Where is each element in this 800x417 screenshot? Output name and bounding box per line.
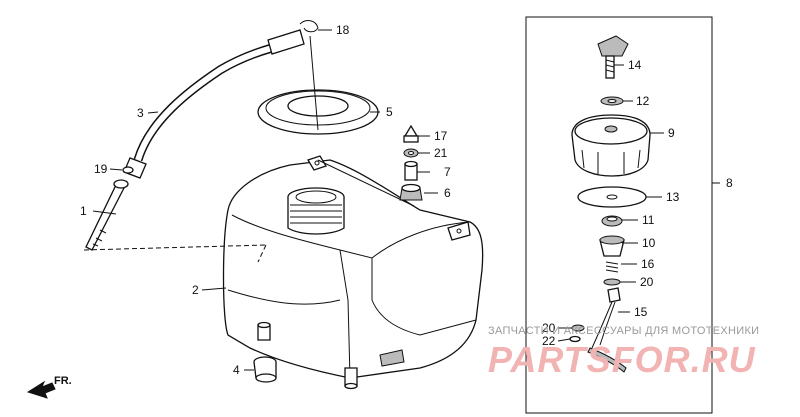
callout-labels: 1 2 3 4 5 6 7 8 9 10 11 12 13 14 15 16 1… (80, 23, 733, 377)
float-arm (587, 287, 627, 373)
front-label: FR. (54, 375, 72, 387)
fuel-tank (222, 155, 484, 390)
callout-19: 19 (94, 162, 108, 176)
callout-7: 7 (444, 165, 451, 179)
callout-9: 9 (668, 126, 675, 140)
callout-11: 11 (642, 213, 655, 227)
callout-4: 4 (233, 363, 240, 377)
cap-knob (597, 35, 629, 79)
callout-8: 8 (726, 176, 733, 190)
cap-gasket (577, 186, 647, 208)
callout-17: 17 (434, 129, 448, 143)
callout-18: 18 (336, 23, 350, 37)
callout-5: 5 (386, 105, 393, 119)
assembly-box (525, 16, 713, 414)
fuel-gauge-rod (85, 179, 129, 251)
callout-14: 14 (628, 58, 642, 72)
spring-16 (605, 261, 619, 273)
washer-20-upper (603, 278, 621, 286)
watermark-brand: PARTSFOR.RU (488, 339, 756, 380)
callout-3: 3 (137, 106, 144, 120)
breather-tube (123, 29, 305, 179)
callout-12: 12 (636, 94, 650, 108)
fuel-cap (571, 114, 651, 177)
watermark-caption: ЗАПЧАСТИ И АКСЕССУАРЫ ДЛЯ МОТОТЕХНИКИ (488, 325, 759, 337)
callout-21: 21 (434, 146, 448, 160)
callout-15: 15 (634, 305, 648, 319)
callout-20-upper: 20 (640, 275, 654, 289)
callout-2: 2 (192, 283, 199, 297)
collar-11 (601, 215, 623, 227)
callout-13: 13 (666, 190, 680, 204)
watermark: ЗАПЧАСТИ И АКСЕССУАРЫ ДЛЯ МОТОТЕХНИКИ PA… (488, 325, 759, 380)
front-arrow-marker: FR. (26, 375, 72, 399)
callout-10: 10 (642, 236, 656, 250)
leader-lines (83, 29, 720, 371)
float-holder (599, 235, 625, 257)
grommet (253, 356, 277, 383)
callout-1: 1 (80, 204, 87, 218)
washer-12 (600, 96, 624, 106)
tank-seal (257, 89, 379, 135)
callout-6: 6 (444, 186, 451, 200)
callout-16: 16 (641, 257, 655, 271)
callout-22: 22 (542, 334, 556, 348)
mount-parts (399, 124, 423, 201)
callout-20-lower: 20 (542, 321, 556, 335)
hose-clip (122, 166, 134, 174)
clip (299, 20, 319, 33)
